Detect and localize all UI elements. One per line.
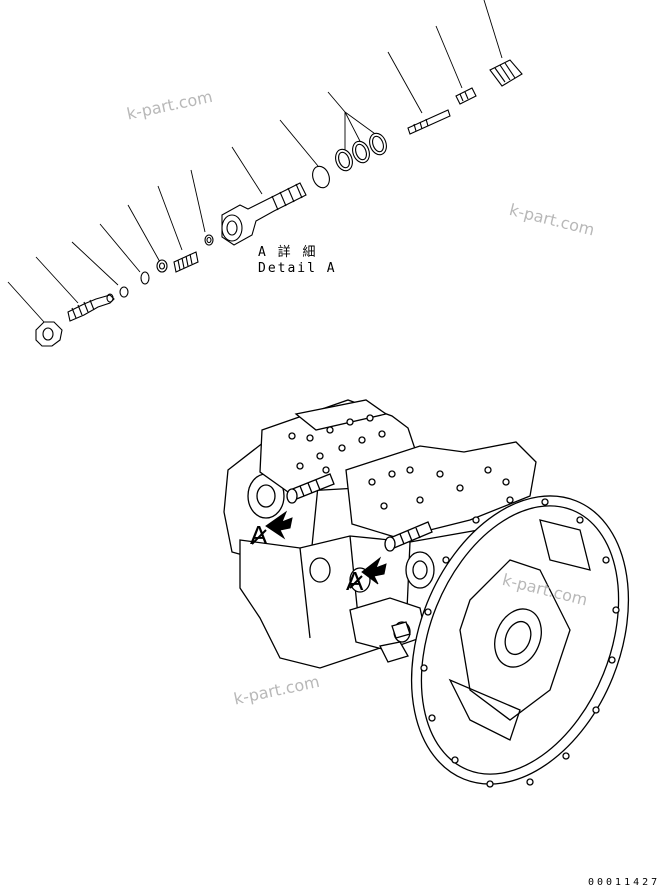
detail-a-label: A 詳 細 Detail A bbox=[258, 245, 337, 277]
arrow-right bbox=[361, 556, 387, 585]
spring bbox=[173, 251, 199, 273]
spool bbox=[407, 109, 451, 135]
detail-label-jp: A 詳 細 bbox=[258, 245, 318, 260]
small-nut bbox=[156, 259, 168, 273]
drawing-number: 00011427 bbox=[588, 877, 661, 888]
detail-a-parts bbox=[7, 0, 523, 347]
callout-a-left: A bbox=[250, 520, 268, 550]
mid-valve-block bbox=[345, 441, 537, 539]
callout-a-right: A bbox=[346, 566, 364, 596]
detail-label-en: Detail A bbox=[258, 261, 337, 276]
flywheel-housing bbox=[410, 495, 630, 788]
small-o-ring bbox=[119, 286, 129, 298]
solenoid-valve-right bbox=[384, 521, 433, 552]
arrow-left bbox=[265, 510, 293, 540]
large-o-ring bbox=[312, 165, 330, 189]
end-cap bbox=[489, 59, 523, 87]
backup-rings bbox=[335, 132, 387, 172]
hex-nut bbox=[35, 321, 63, 347]
plunger bbox=[455, 87, 477, 105]
callout-arrows bbox=[251, 510, 387, 589]
pump-assembly bbox=[223, 399, 630, 788]
adjuster-screw bbox=[67, 293, 115, 322]
solenoid-valve-left bbox=[286, 473, 335, 504]
leader-lines bbox=[7, 0, 503, 323]
small-washer bbox=[140, 271, 150, 285]
small-ring bbox=[204, 234, 214, 246]
valve-sleeve bbox=[221, 182, 307, 246]
